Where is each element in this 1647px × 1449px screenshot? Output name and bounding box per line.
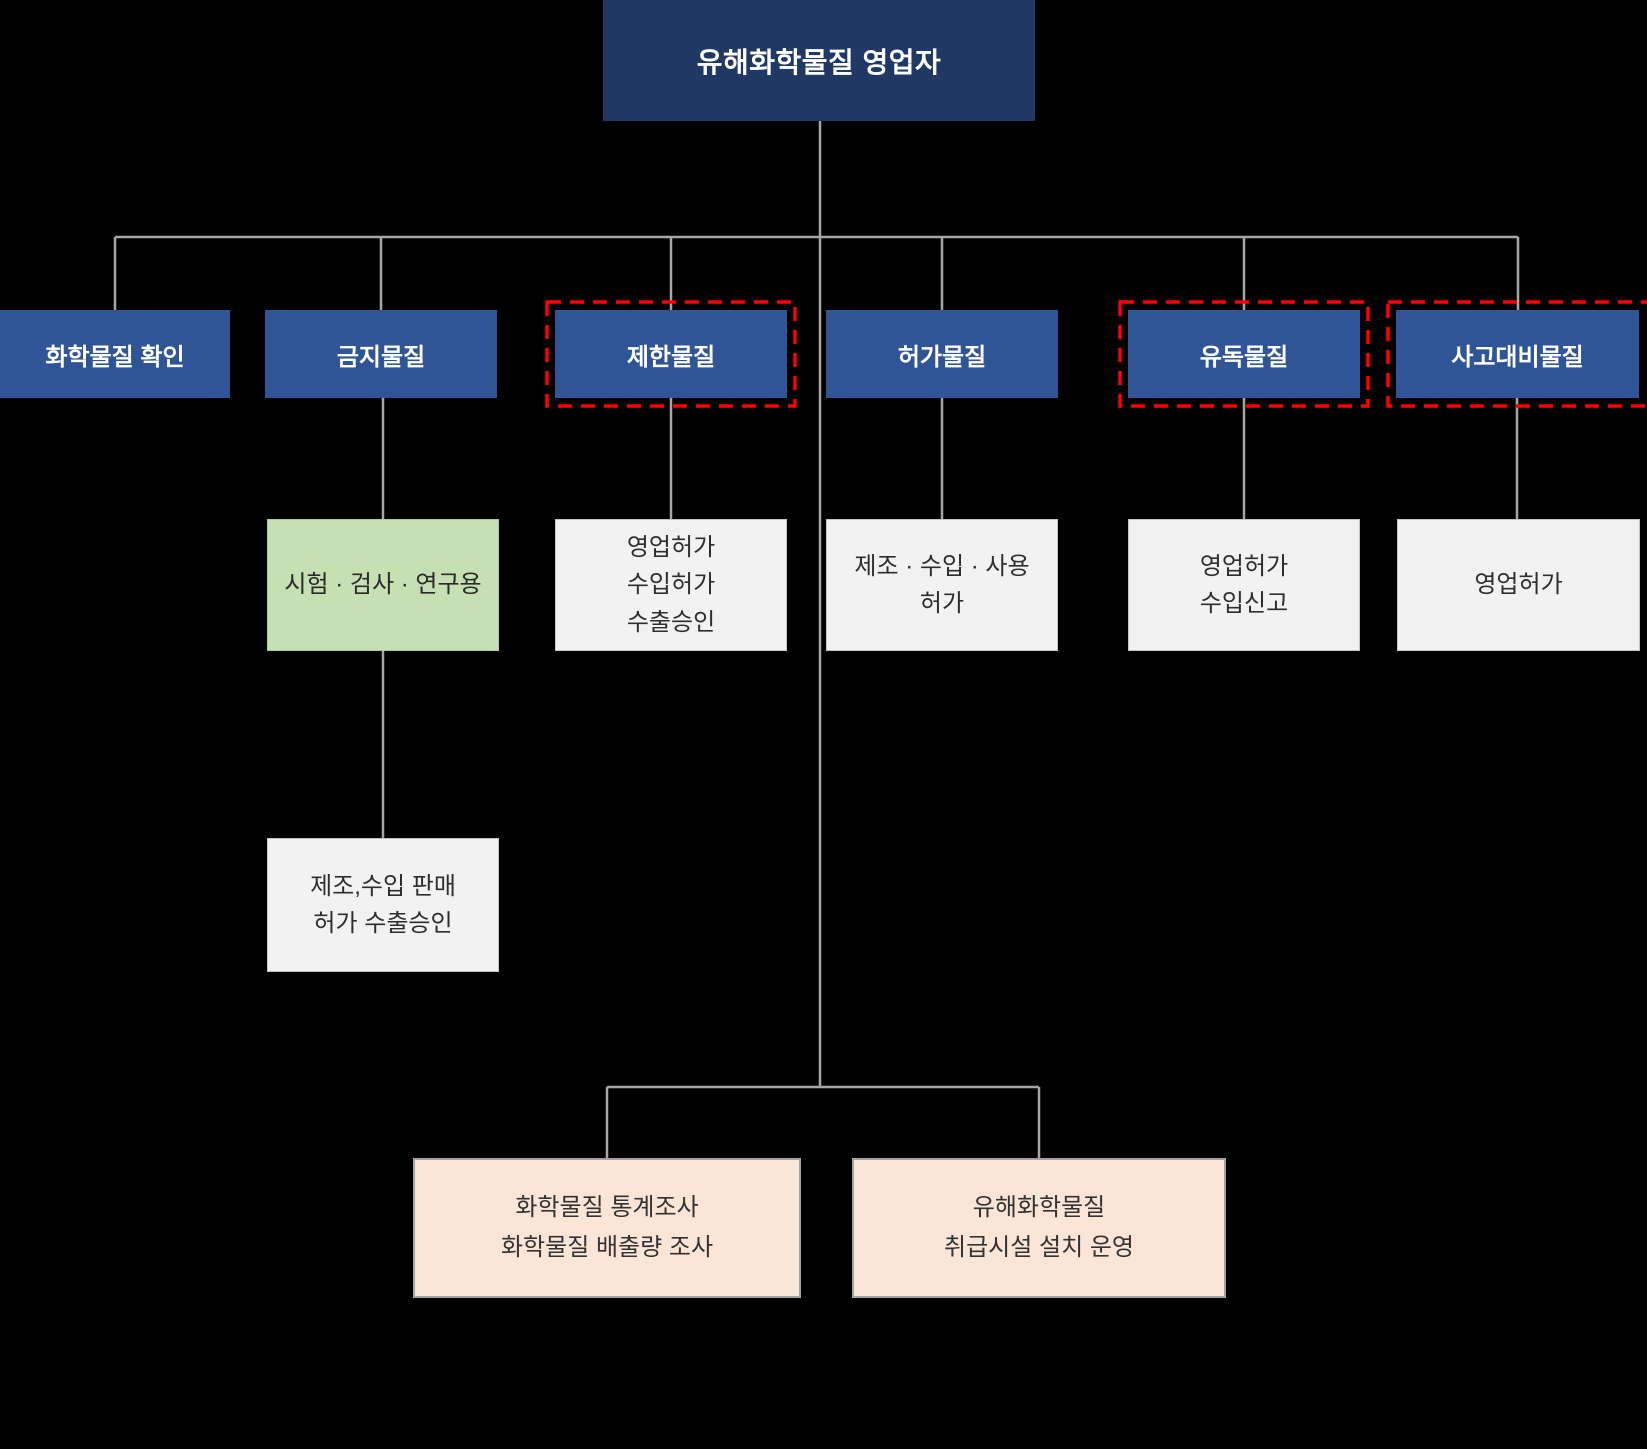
node-toxic-substances: 유독물질 bbox=[1128, 310, 1360, 398]
dashed-highlight-restricted bbox=[545, 300, 797, 408]
node-root: 유해화학물질 영업자 bbox=[603, 0, 1035, 121]
node-manufacture-import-sale-approval: 제조,수입 판매 허가 수출승인 bbox=[267, 838, 499, 972]
node-statistics-emissions-survey: 화학물질 통계조사 화학물질 배출량 조사 bbox=[413, 1158, 801, 1298]
node-accident-permit: 영업허가 bbox=[1397, 519, 1640, 651]
dashed-highlight-accident bbox=[1386, 300, 1647, 408]
node-restricted-permits: 영업허가 수입허가 수출승인 bbox=[555, 519, 787, 651]
node-accident-preparedness-substances: 사고대비물질 bbox=[1396, 310, 1639, 398]
dashed-highlight-toxic bbox=[1118, 300, 1370, 408]
node-permitted-permits: 제조 · 수입 · 사용 허가 bbox=[826, 519, 1058, 651]
node-prohibited-substances: 금지물질 bbox=[265, 310, 497, 398]
node-toxic-permits: 영업허가 수입신고 bbox=[1128, 519, 1360, 651]
node-test-inspection-research: 시험 · 검사 · 연구용 bbox=[267, 519, 499, 651]
node-chemical-confirmation: 화학물질 확인 bbox=[0, 310, 230, 398]
node-handling-facility-operation: 유해화학물질 취급시설 설치 운영 bbox=[852, 1158, 1226, 1298]
node-restricted-substances: 제한물질 bbox=[555, 310, 787, 398]
node-permitted-substances: 허가물질 bbox=[826, 310, 1058, 398]
